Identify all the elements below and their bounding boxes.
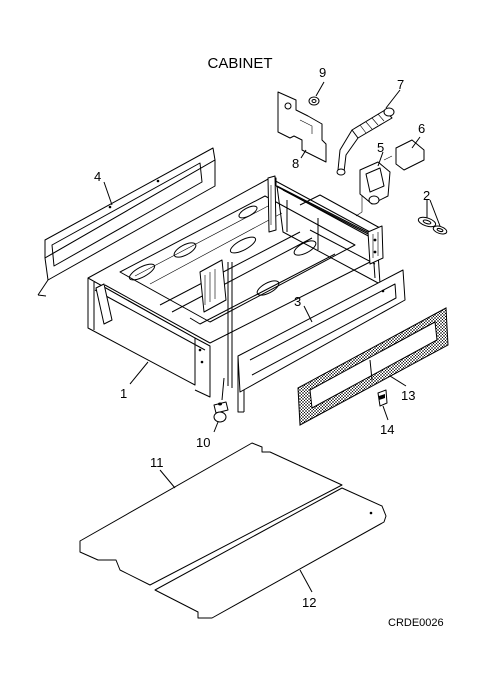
inner-frame [276, 185, 384, 285]
callout-3: 3 [294, 294, 301, 309]
callout-7: 7 [397, 77, 404, 92]
part-12-bottom-panel [154, 487, 387, 619]
callout-10: 10 [196, 435, 210, 450]
diagram-title: CABINET [207, 55, 272, 72]
part-6-cover-plate [395, 139, 425, 171]
part-3-front-panel [237, 269, 406, 413]
part-9-grommet [308, 96, 320, 106]
part-4-front-trim [37, 147, 216, 297]
callout-1: 1 [120, 386, 127, 401]
leader-lines [103, 81, 441, 593]
callout-6: 6 [418, 121, 425, 136]
part-11-bottom-panel [79, 442, 343, 586]
callout-12: 12 [302, 595, 316, 610]
part-13-grille [297, 307, 449, 426]
callout-labels: 1 2 3 4 5 6 7 8 9 10 11 12 13 14 [94, 65, 430, 610]
part-10-leveler [213, 377, 229, 423]
callout-4: 4 [94, 169, 101, 184]
part-14-clip [377, 389, 388, 407]
callout-11: 11 [150, 455, 164, 470]
callout-8: 8 [292, 156, 299, 171]
callout-2: 2 [423, 188, 430, 203]
part-7-gas-pipe [336, 107, 395, 176]
callout-5: 5 [377, 140, 384, 155]
part-5-regulator [355, 155, 393, 217]
part-8-bracket-plate [277, 91, 327, 163]
part-2-gaskets [417, 216, 448, 235]
part-1-cabinet-body [87, 175, 376, 398]
callout-13: 13 [401, 388, 415, 403]
diagram-code: CRDE0026 [388, 617, 444, 629]
callout-14: 14 [380, 422, 394, 437]
callout-9: 9 [319, 65, 326, 80]
